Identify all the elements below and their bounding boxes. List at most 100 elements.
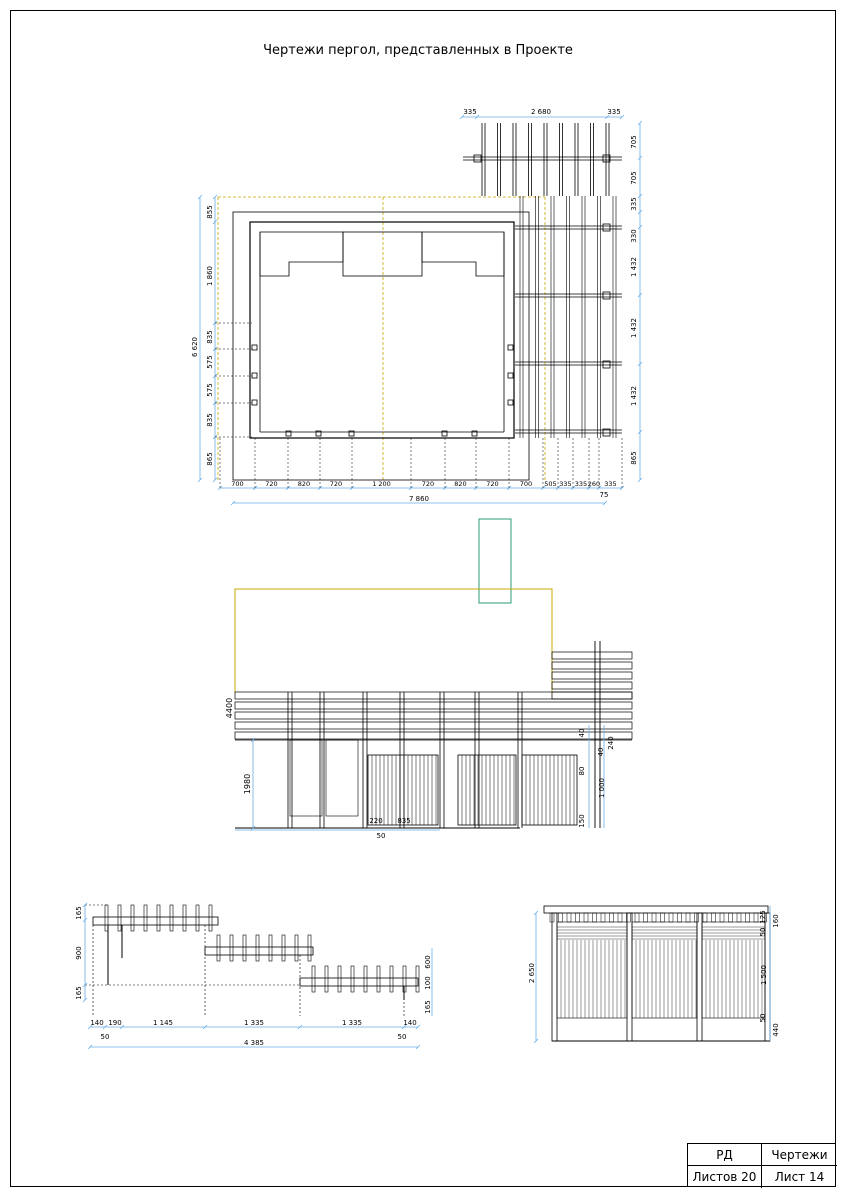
dimension-label: 720 [422,480,434,488]
rafter-end [745,912,750,923]
dimension-label: 140 [90,1019,103,1027]
dimension-tick [102,1024,108,1030]
dimension-tick [250,825,256,831]
lattice-panel [631,921,698,1019]
rafter-end [736,912,742,923]
dimension-label: 1 335 [244,1019,264,1027]
dimension-tick [637,224,643,230]
lattice-panel [701,921,766,1019]
post [251,344,258,351]
pergola-board [551,671,633,680]
dimension-label: 50 [759,928,767,937]
dimension-label: 50 [398,1033,407,1041]
dimension-tick [619,114,625,120]
dimension-label: 165 [424,1000,432,1013]
rafter-end [677,912,682,923]
dimension-label: 900 [75,946,83,959]
dimension-label: 1 200 [372,480,391,488]
dimension-tick [637,209,643,215]
dimension-label: 50 [759,1014,767,1023]
rafter-end [600,912,606,923]
dimension-tick [197,477,203,483]
dimension-label: 140 [403,1019,416,1027]
rafter [281,934,286,962]
dimension-tick [533,910,539,916]
dimension-label: 335 [604,480,616,488]
dimension-tick [202,1024,208,1030]
pergola-board [234,731,633,740]
dimension-tick [82,982,88,988]
dimension-tick [637,361,643,367]
dimension-label: 335 [607,108,620,116]
post [473,154,482,163]
dimension-tick [197,194,203,200]
rafter [363,965,368,993]
rafter [156,904,161,932]
dimension-label: 80 [578,767,586,776]
dimension-label: 440 [772,1023,780,1036]
dimension-label: 1 000 [598,778,606,798]
house-outline [249,221,515,439]
dimension-label: 1980 [243,774,252,794]
rafter-end [592,912,597,923]
dimension-tick [212,194,218,200]
dimension-label: 1 432 [630,386,638,406]
post [285,430,292,437]
dimension-label: 40 [578,729,586,738]
dimension-tick [637,292,643,298]
dimension-tick [82,917,88,923]
house-outline-outer [232,211,530,481]
dimension-label: 1 432 [630,257,638,277]
dimension-label: 865 [630,451,638,464]
post [441,430,448,437]
top-beam [543,905,769,914]
rafter [130,904,135,932]
stamp-stage: РД [688,1144,762,1166]
dimension-tick [637,193,643,199]
rafter-end [617,912,623,923]
rafter [182,904,187,932]
post [602,154,611,163]
dimension-label: 50 [101,1033,110,1041]
dimension-tick [415,1024,421,1030]
pergola-board [234,721,633,730]
dimension-label: 835 [206,330,214,343]
rafter-end [660,912,665,923]
stamp-sheets-total: Листов 20 [688,1166,762,1188]
dimension-label: 125 [759,910,767,923]
dimension-label: 575 [206,383,214,396]
dimension-tick [250,737,256,743]
sheet-title: Чертежи пергол, представленных в Проекте [263,43,573,58]
post [315,430,322,437]
pergola-board [551,681,633,690]
rafter [216,934,221,962]
dimension-label: 7 860 [409,495,429,503]
dimension-tick [297,1024,303,1030]
rafter-end [566,912,572,923]
rafter [337,965,342,993]
dimension-tick [637,155,643,161]
lattice-panel [521,754,578,826]
post [507,372,514,379]
stamp-type: Чертежи [762,1144,837,1166]
rafter [268,934,273,962]
dimension-label: 1 500 [760,965,768,985]
rafter-end [753,912,759,923]
post [602,223,611,232]
dimension-label: 1 860 [206,266,214,286]
dimension-tick [533,1038,539,1044]
rafter-end [575,912,580,923]
rafter-end [728,912,733,923]
dimension-tick [637,477,643,483]
rafter-end [711,912,716,923]
rafter-end [685,912,691,923]
rafter [376,965,381,993]
dimension-label: 835 [206,413,214,426]
dimension-label: 165 [75,906,83,919]
chimney [478,518,512,604]
